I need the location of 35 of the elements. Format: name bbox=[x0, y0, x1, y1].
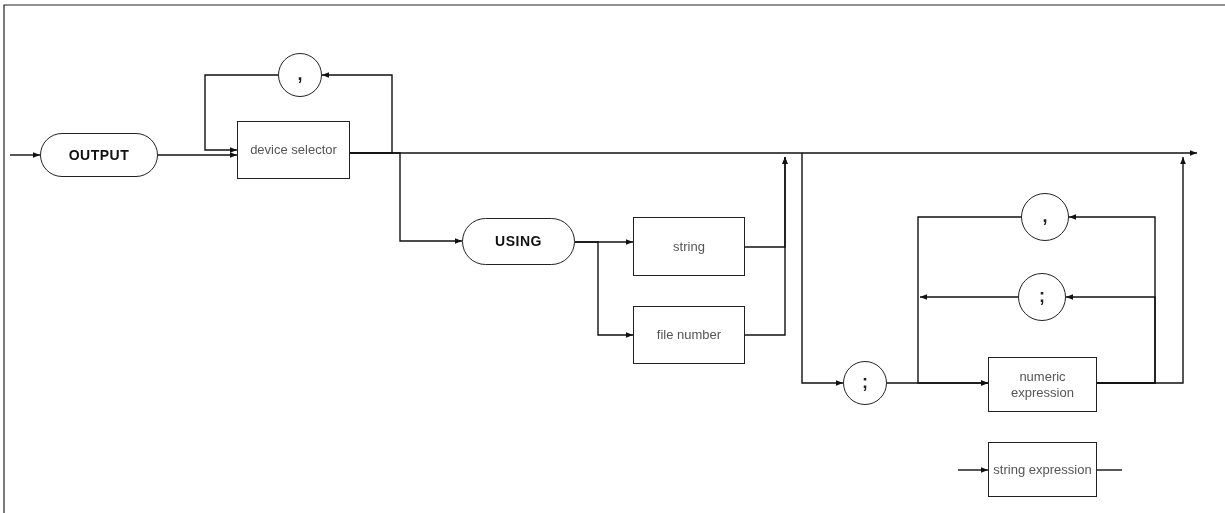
separator-circle bbox=[1021, 193, 1069, 241]
separator-symbol: ; bbox=[1039, 286, 1045, 308]
separator-symbol: , bbox=[1042, 206, 1048, 228]
connector-arrow bbox=[574, 241, 634, 338]
keyword-pill bbox=[462, 218, 575, 265]
parameter-label: numeric expression bbox=[1010, 368, 1075, 401]
separator-circle bbox=[843, 361, 887, 405]
keyword-label: USING bbox=[495, 233, 542, 250]
keyword-label: OUTPUT bbox=[68, 146, 130, 164]
connector-arrow bbox=[801, 152, 844, 386]
separator-circle bbox=[278, 53, 322, 97]
parameter-box bbox=[988, 442, 1097, 497]
parameter-label: string bbox=[673, 238, 705, 255]
connector-arrow bbox=[1065, 294, 1156, 384]
connector-arrow bbox=[744, 156, 788, 336]
connector-arrow bbox=[157, 152, 238, 158]
connector-arrow bbox=[917, 216, 1022, 386]
parameter-label: device selector bbox=[250, 142, 337, 158]
connector-arrow bbox=[9, 152, 41, 158]
connector-arrow bbox=[957, 467, 989, 473]
separator-symbol: ; bbox=[862, 372, 868, 394]
connector-arrow bbox=[204, 74, 279, 153]
connector-arrow bbox=[349, 152, 463, 244]
parameter-box bbox=[633, 217, 745, 276]
connector-arrow bbox=[1096, 156, 1186, 384]
parameter-box bbox=[633, 306, 745, 364]
connector-arrow bbox=[321, 72, 393, 154]
parameter-label: string expression bbox=[993, 461, 1092, 478]
parameter-box bbox=[988, 357, 1097, 412]
keyword-pill bbox=[40, 133, 158, 177]
separator-circle bbox=[1018, 273, 1066, 321]
parameter-label: file number bbox=[656, 327, 722, 343]
separator-symbol: , bbox=[297, 64, 303, 86]
parameter-box bbox=[237, 121, 350, 179]
connector-arrow bbox=[919, 294, 1019, 300]
